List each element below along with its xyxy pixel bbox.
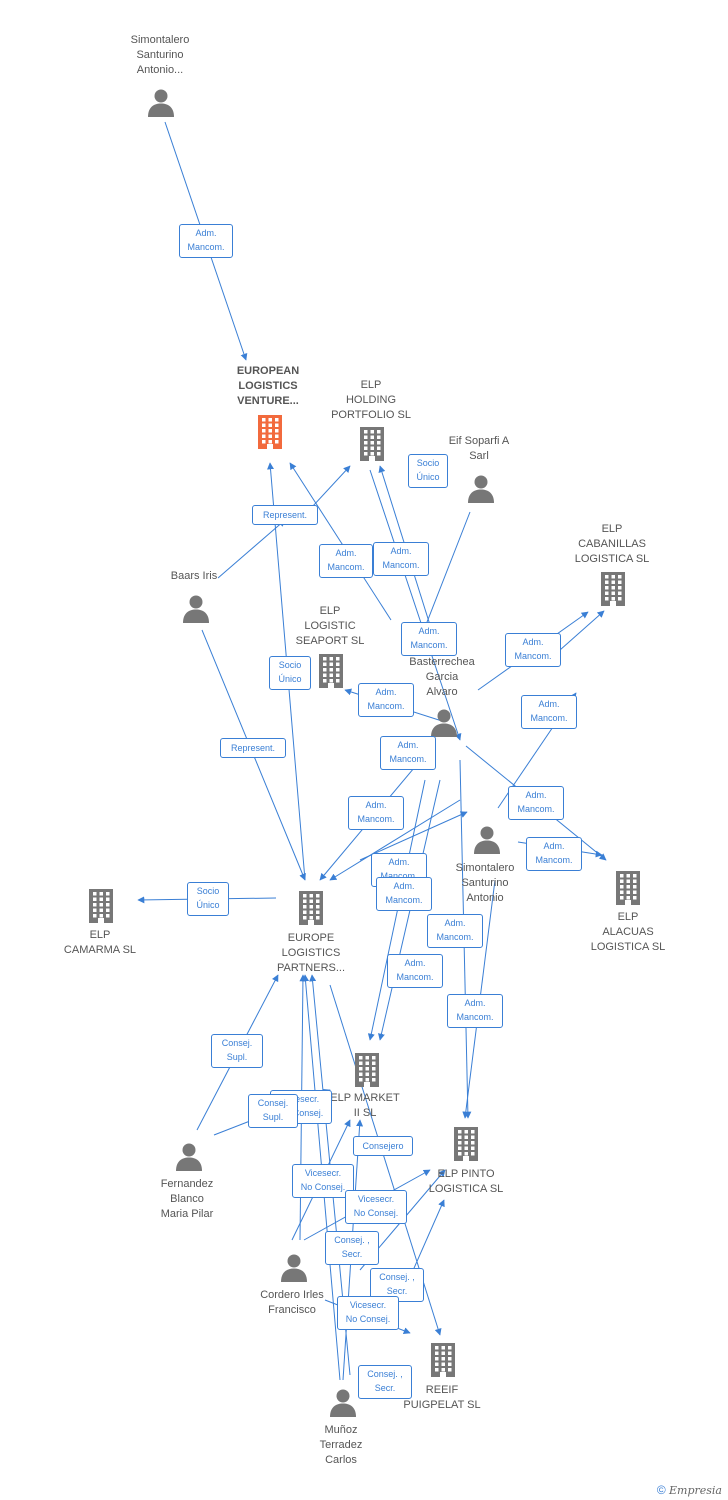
node-label[interactable]: Cordero Irles Francisco [260,1289,324,1316]
footer-brand[interactable]: © Empresia [657,1483,722,1497]
node-label[interactable]: ELP ALACUAS LOGISTICA SL [590,911,666,953]
edge-label[interactable]: Adm. Mancom. [427,914,483,948]
edge-label[interactable]: Adm. Mancom. [505,633,561,667]
edge-label[interactable]: Socio Único [187,882,229,916]
person-icon[interactable] [279,1252,309,1287]
person-icon[interactable] [472,824,502,859]
person-icon[interactable] [328,1387,358,1422]
edge-line [289,462,392,621]
node-label[interactable]: ELP PINTO LOGISTICA SL [428,1168,504,1195]
edge-label[interactable]: Adm. Mancom. [358,683,414,717]
brand-name: Empresia [669,1484,722,1497]
building-icon[interactable] [254,414,286,455]
edge-label[interactable]: Consej. , Secr. [325,1231,379,1265]
edge-line [419,511,471,641]
node-label[interactable]: Baars Iris [170,570,218,582]
edge-label[interactable]: Socio Único [269,656,311,690]
node-label[interactable]: ELP LOGISTIC SEAPORT SL [295,605,365,647]
node-label[interactable]: Simontalero Santurino Antonio... [130,34,190,76]
edge-label[interactable]: Adm. Mancom. [380,736,436,770]
building-icon[interactable] [295,890,327,931]
node-label[interactable]: Eif Soparfi A Sarl [448,435,510,462]
edge-label[interactable]: Consejero [353,1136,413,1156]
person-icon[interactable] [146,87,176,122]
edge-label[interactable]: Vicesecr. No Consej. [292,1164,354,1198]
edge-line [217,519,286,579]
edge-label[interactable]: Vicesecr. No Consej. [345,1190,407,1224]
edge-label[interactable]: Adm. Mancom. [521,695,577,729]
edge-label[interactable]: Consej. Supl. [211,1034,263,1068]
edge-line [559,610,605,651]
person-icon[interactable] [466,473,496,508]
edge-label[interactable]: Consej. Supl. [248,1094,298,1128]
building-icon[interactable] [315,653,347,694]
building-icon[interactable] [356,426,388,467]
node-label[interactable]: Basterrechea Garcia Alvaro [409,656,475,698]
edge-line [329,799,461,881]
edge-label[interactable]: Adm. Mancom. [387,954,443,988]
edge-label[interactable]: Adm. Mancom. [376,877,432,911]
edge-line [369,469,462,741]
edge-label[interactable]: Adm. Mancom. [373,542,429,576]
building-icon[interactable] [427,1342,459,1383]
person-icon[interactable] [174,1141,204,1176]
person-icon[interactable] [181,593,211,628]
edge-label[interactable]: Vicesecr. No Consej. [337,1296,399,1330]
edge-label[interactable]: Represent. [252,505,318,525]
edge-label[interactable]: Adm. Mancom. [526,837,582,871]
building-icon[interactable] [612,870,644,911]
edge-label[interactable]: Socio Único [408,454,448,488]
node-label[interactable]: Fernandez Blanco Maria Pilar [160,1178,214,1220]
building-icon[interactable] [450,1126,482,1167]
building-icon[interactable] [85,888,117,929]
edge-label[interactable]: Adm. Mancom. [179,224,233,258]
node-label[interactable]: ELP CAMARMA SL [63,929,137,956]
edge-label[interactable]: Adm. Mancom. [319,544,373,578]
edge-label[interactable]: Adm. Mancom. [348,796,404,830]
edge-label[interactable]: Consej. , Secr. [358,1365,412,1399]
building-icon[interactable] [351,1052,383,1093]
node-label[interactable]: REEIF PUIGPELAT SL [403,1384,481,1411]
copyright-symbol: © [656,1483,666,1497]
person-icon[interactable] [429,707,459,742]
node-label[interactable]: Simontalero Santurino Antonio [455,862,515,904]
node-label[interactable]: ELP MARKET II SL [330,1092,400,1119]
node-label[interactable]: EUROPE LOGISTICS PARTNERS... [276,932,346,974]
node-label[interactable]: Muñoz Terradez Carlos [319,1424,363,1466]
building-icon[interactable] [597,571,629,612]
node-label[interactable]: ELP CABANILLAS LOGISTICA SL [574,523,650,565]
edge-label[interactable]: Adm. Mancom. [508,786,564,820]
edge-label[interactable]: Adm. Mancom. [401,622,457,656]
node-label[interactable]: EUROPEAN LOGISTICS VENTURE... [236,365,300,407]
node-label[interactable]: ELP HOLDING PORTFOLIO SL [331,379,411,421]
edge-label[interactable]: Represent. [220,738,286,758]
edge-label[interactable]: Adm. Mancom. [447,994,503,1028]
